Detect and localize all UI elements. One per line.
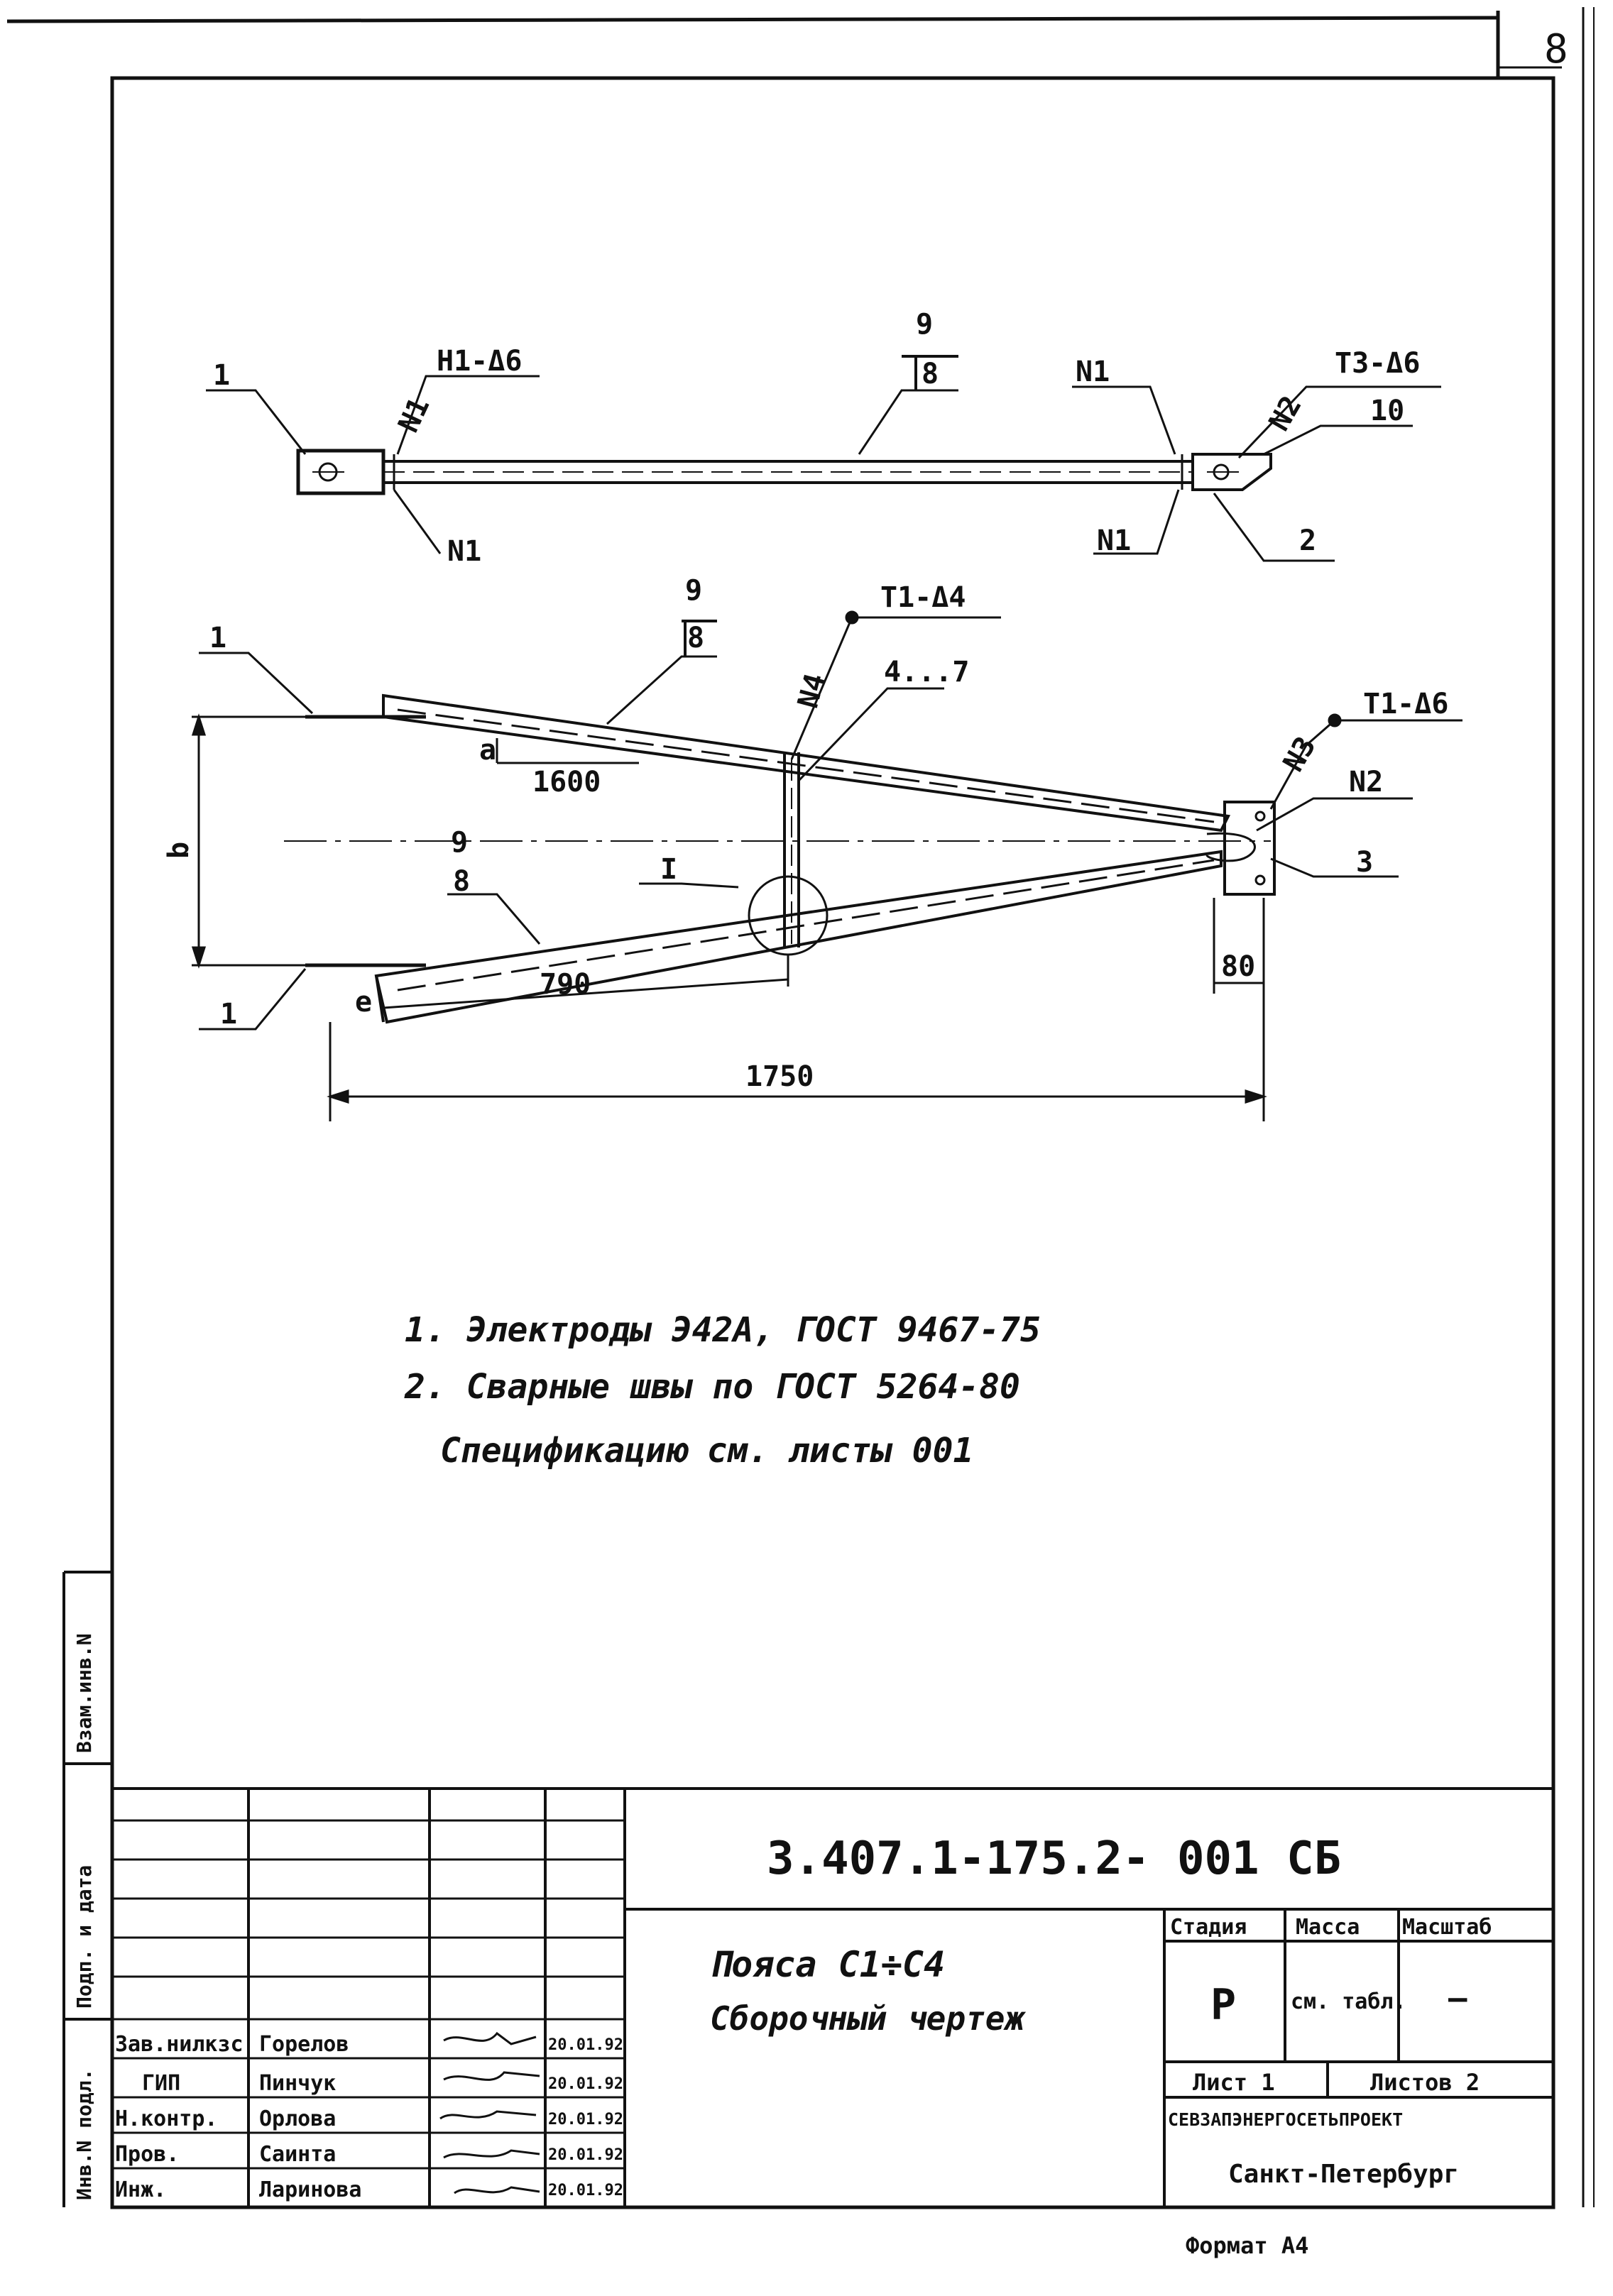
note-line-3: Спецификацию см. листы 001	[440, 1431, 973, 1471]
upper-chord	[382, 693, 1231, 833]
organization-city: Санкт-Петербург	[1228, 2160, 1459, 2189]
side-podp-data: Подп. и дата	[72, 1865, 96, 2009]
format-label: Формат А4	[1186, 2232, 1308, 2259]
name-5: Ларинова	[259, 2177, 362, 2202]
front-part-1-bottom-label: 1	[220, 998, 237, 1031]
part-10-label: 10	[1370, 395, 1404, 427]
weld-n1-bottom-left-label: N1	[447, 535, 481, 568]
top-view	[296, 449, 1272, 495]
sheet-label: Лист 1	[1193, 2069, 1275, 2096]
front-part-8-top-label: 8	[687, 622, 704, 654]
weld-h1-label: H1-Δ6	[437, 345, 522, 378]
drawing-title-line-1: Пояса С1÷С4	[710, 1944, 945, 1985]
weld-n1-bottom-right-label: N1	[1097, 524, 1131, 557]
detail-I-label: I	[660, 853, 677, 886]
document-code: 3.407.1-175.2- 001 СБ	[767, 1833, 1341, 1885]
front-view-leaders	[199, 610, 1462, 1031]
title-block	[112, 1787, 1553, 2207]
role-1: Зав.нилкзс	[115, 2032, 244, 2057]
part-8-label: 8	[922, 358, 939, 390]
part-3-label: 3	[1356, 846, 1373, 879]
side-stamp	[62, 1571, 112, 2207]
slope-1600-label: 1600	[532, 766, 601, 798]
name-1: Горелов	[259, 2032, 349, 2057]
front-view	[284, 693, 1276, 1024]
weld-n2-label: N2	[1263, 390, 1308, 436]
part-1-label: 1	[213, 359, 230, 392]
date-1: 20.01.92	[548, 2036, 623, 2054]
drawing-title-line-2: Сборочный чертеж	[710, 1999, 1026, 2038]
signatures	[439, 2031, 540, 2195]
weld-n2-front-label: N2	[1349, 766, 1383, 798]
front-part-9-mid-label: 9	[451, 826, 468, 859]
stage-header: Стадия	[1170, 1915, 1247, 1940]
side-stamp-labels: Инв.N подл. Подп. и дата Взам.инв.N	[72, 1633, 96, 2200]
date-3: 20.01.92	[548, 2111, 623, 2129]
name-4: Саинта	[259, 2142, 336, 2167]
date-2: 20.01.92	[548, 2075, 623, 2093]
front-part-8-mid-label: 8	[453, 865, 470, 898]
dim-1750-label: 1750	[745, 1060, 814, 1093]
name-2: Пинчук	[259, 2071, 336, 2096]
front-part-9-top-label: 9	[685, 574, 702, 607]
sheet-frame	[6, 7, 1595, 2209]
mass-value: см. табл.	[1291, 1989, 1406, 2014]
sheets-label: Листов 2	[1370, 2069, 1480, 2096]
weld-n1-top-left-label: N1	[392, 392, 436, 437]
scale-header: Масштаб	[1402, 1915, 1492, 1940]
role-3: Н.контр.	[115, 2107, 218, 2131]
date-4: 20.01.92	[548, 2146, 623, 2164]
mass-header: Масса	[1296, 1915, 1360, 1940]
name-3: Орлова	[259, 2107, 336, 2131]
notes: 1. Электроды Э42А, ГОСТ 9467-75 2. Сварн…	[404, 1310, 1041, 1471]
role-4: Пров.	[115, 2142, 179, 2167]
weld-n1-top-right-label: N1	[1076, 356, 1110, 388]
top-view-leaders	[206, 355, 1441, 562]
date-5: 20.01.92	[548, 2182, 623, 2199]
sheet-number: 8	[1544, 26, 1568, 72]
scale-value: —	[1448, 1980, 1467, 2016]
parts-4-7-label: 4...7	[884, 656, 969, 688]
role-2: ГИП	[142, 2071, 180, 2096]
organization-name: СЕВЗАПЭНЕРГОСЕТЬПРОЕКТ	[1168, 2109, 1403, 2130]
role-5: Инж.	[115, 2177, 166, 2202]
part-9-label: 9	[916, 308, 933, 341]
gusset-plate-right	[1191, 453, 1272, 491]
side-inv-podl: Инв.N подл.	[72, 2069, 96, 2200]
title-block-texts: 3.407.1-175.2- 001 СБ Пояса С1÷С4 Сбороч…	[710, 1833, 1492, 2189]
right-end-plate	[1223, 801, 1276, 896]
note-line-2: 2. Сварные швы по ГОСТ 5264-80	[404, 1367, 1020, 1407]
title-block-roles: Зав.нилкзс Горелов 20.01.92 ГИП Пинчук 2…	[115, 2032, 623, 2202]
dim-790-label: 790	[540, 968, 591, 1001]
slope-a-label: a	[479, 734, 496, 767]
weld-t1-d6-label: T1-Δ6	[1363, 688, 1448, 720]
part-2-label: 2	[1299, 524, 1316, 557]
note-line-1: 1. Электроды Э42А, ГОСТ 9467-75	[405, 1310, 1041, 1350]
lower-chord	[374, 850, 1223, 1024]
dim-b-label: b	[163, 842, 195, 859]
front-part-1-top-label: 1	[209, 622, 226, 654]
weld-t3-label: T3-Δ6	[1335, 347, 1420, 380]
weld-t1-d4-label: T1-Δ4	[880, 581, 966, 614]
front-view-labels: 1 9 8 T1-Δ4 N4 4...7 T1-Δ6 N3 N2 3 a 160…	[163, 574, 1448, 1093]
front-view-dimensions	[191, 713, 1267, 1121]
stage-value: Р	[1210, 1980, 1236, 2030]
side-vzam-inv: Взам.инв.N	[72, 1633, 96, 1753]
dim-80-label: 80	[1221, 950, 1255, 983]
dim-e-label: e	[355, 986, 372, 1018]
